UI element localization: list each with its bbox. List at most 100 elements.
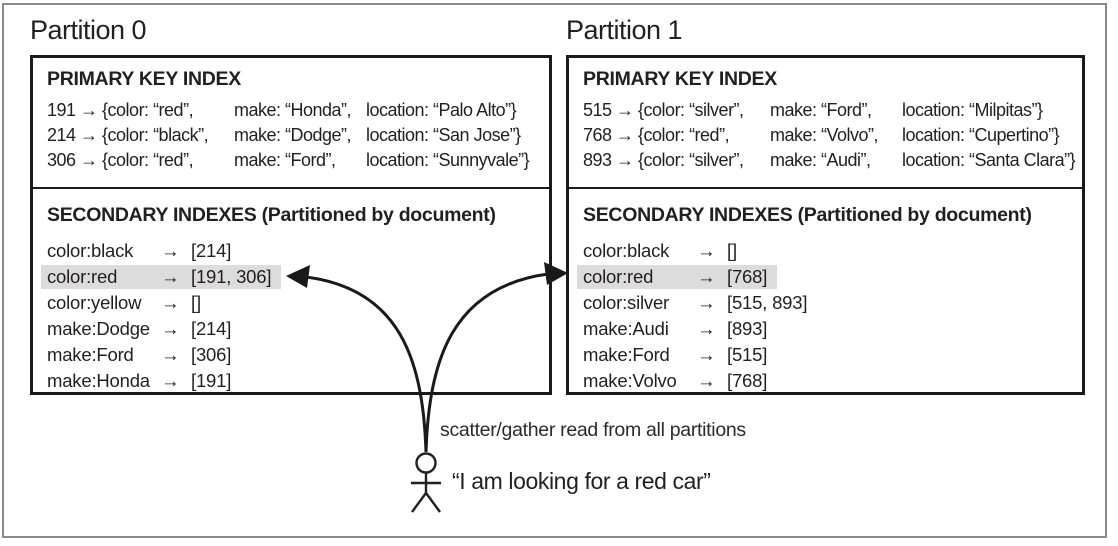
secondary-row: color:yellow → []: [41, 291, 211, 315]
secondary-row-line: make:Ford → [515]: [583, 343, 1076, 369]
secondary-row: make:Ford → [515]: [577, 343, 777, 367]
partition-1-primary-key-index-section: PRIMARY KEY INDEX 515 → {color: “silver”…: [569, 58, 1082, 187]
index-key: make:Dodge: [47, 318, 150, 339]
secondary-row-line: color:black → []: [583, 239, 1076, 265]
secondary-row-line: color:silver → [515, 893]: [583, 291, 1076, 317]
secondary-row: make:Volvo → [768]: [577, 369, 777, 393]
index-value: [214]: [191, 318, 232, 339]
primary-row: 893 → {color: “silver”, make: “Audi”, lo…: [583, 148, 1076, 173]
primary-row: 191 → {color: “red”, make: “Honda”, loca…: [47, 98, 543, 123]
primary-cell-location: location: “San Jose”}: [366, 125, 521, 145]
maps-to-arrow: →: [697, 240, 716, 261]
primary-cell-make: make: “Audi”,: [770, 150, 871, 170]
partition-0-primary-key-index-section: PRIMARY KEY INDEX 191 → {color: “red”, m…: [33, 58, 549, 187]
primary-cell-make: make: “Honda”,: [234, 100, 352, 120]
partition-1: Partition 1 PRIMARY KEY INDEX 515 → {col…: [566, 13, 1085, 395]
partition-1-secondary-indexes-section: SECONDARY INDEXES (Partitioned by docume…: [569, 187, 1082, 395]
maps-to-arrow: →: [697, 318, 716, 339]
index-key: color:red: [47, 266, 118, 287]
secondary-row-highlighted: color:red → [191, 306]: [41, 265, 282, 289]
primary-cell-location: location: “Milpitas”}: [902, 100, 1043, 120]
index-value: [515, 893]: [727, 292, 808, 313]
index-key: color:silver: [583, 292, 670, 313]
primary-cell-id-color: 768 → {color: “red”,: [583, 125, 730, 145]
secondary-row-line: make:Ford → [306]: [47, 343, 543, 369]
partition-1-title: Partition 1: [566, 15, 683, 45]
secondary-row-line: color:black → [214]: [47, 239, 543, 265]
maps-to-arrow: →: [697, 344, 716, 365]
primary-cell-location: location: “Santa Clara”}: [902, 150, 1076, 170]
maps-to-arrow: →: [697, 266, 716, 287]
index-value: [768]: [727, 266, 768, 287]
primary-cell-location: location: “Cupertino”}: [902, 125, 1060, 145]
secondary-indexes-header: SECONDARY INDEXES (Partitioned by docume…: [47, 204, 496, 226]
index-value: [191, 306]: [191, 266, 272, 287]
secondary-row-highlighted: color:red → [768]: [577, 265, 778, 289]
primary-cell-location: location: “Palo Alto”}: [366, 100, 517, 120]
index-key: make:Ford: [583, 344, 670, 365]
secondary-row-line: make:Dodge → [214]: [47, 317, 543, 343]
primary-cell-make: make: “Ford”,: [770, 100, 872, 120]
primary-row: 214 → {color: “black”, make: “Dodge”, lo…: [47, 123, 543, 148]
primary-cell-make: make: “Dodge”,: [234, 125, 352, 145]
secondary-indexes-header: SECONDARY INDEXES (Partitioned by docume…: [583, 204, 1032, 226]
secondary-row: color:silver → [515, 893]: [577, 291, 817, 315]
secondary-row: make:Honda → [191]: [41, 369, 241, 393]
primary-cell-location: location: “Sunnyvale”}: [366, 150, 530, 170]
partition-0: Partition 0 PRIMARY KEY INDEX 191 → {col…: [30, 13, 552, 395]
secondary-row-line: make:Volvo → [768]: [583, 369, 1076, 395]
primary-row: 515 → {color: “silver”, make: “Ford”, lo…: [583, 98, 1076, 123]
secondary-row-line: color:red → [191, 306]: [41, 265, 543, 291]
partition-0-box: PRIMARY KEY INDEX 191 → {color: “red”, m…: [30, 55, 552, 395]
index-value: [515]: [727, 344, 768, 365]
maps-to-arrow: →: [161, 292, 180, 313]
index-key: color:black: [583, 240, 670, 261]
index-key: color:black: [47, 240, 134, 261]
primary-cell-id-color: 893 → {color: “silver”,: [583, 150, 744, 170]
secondary-row-line: make:Honda → [191]: [47, 369, 543, 395]
primary-cell-make: make: “Ford”,: [234, 150, 336, 170]
stick-figure-user-icon: [411, 452, 441, 513]
secondary-row-line: make:Audi → [893]: [583, 317, 1076, 343]
primary-cell-id-color: 515 → {color: “silver”,: [583, 100, 744, 120]
index-key: make:Volvo: [583, 370, 677, 391]
index-value: [306]: [191, 344, 232, 365]
secondary-row: make:Dodge → [214]: [41, 317, 241, 341]
index-key: make:Audi: [583, 318, 669, 339]
index-key: make:Ford: [47, 344, 134, 365]
primary-cell-id-color: 306 → {color: “red”,: [47, 150, 194, 170]
primary-key-index-header: PRIMARY KEY INDEX: [583, 68, 777, 90]
secondary-row-line: color:red → [768]: [577, 265, 1076, 291]
primary-cell-id-color: 214 → {color: “black”,: [47, 125, 209, 145]
maps-to-arrow: →: [161, 318, 180, 339]
index-key: color:yellow: [47, 292, 142, 313]
secondary-row: make:Ford → [306]: [41, 343, 241, 367]
index-key: color:red: [583, 266, 654, 287]
secondary-row: make:Audi → [893]: [577, 317, 777, 341]
partition-1-box: PRIMARY KEY INDEX 515 → {color: “silver”…: [566, 55, 1085, 395]
maps-to-arrow: →: [161, 344, 180, 365]
index-value: [768]: [727, 370, 768, 391]
secondary-row: color:black → []: [577, 239, 747, 263]
partition-0-secondary-indexes-section: SECONDARY INDEXES (Partitioned by docume…: [33, 187, 549, 395]
maps-to-arrow: →: [161, 266, 180, 287]
partition-0-title: Partition 0: [30, 15, 147, 45]
primary-cell-id-color: 191 → {color: “red”,: [47, 100, 194, 120]
index-value: [191]: [191, 370, 232, 391]
index-value: []: [191, 292, 201, 313]
index-value: [893]: [727, 318, 768, 339]
maps-to-arrow: →: [697, 292, 716, 313]
primary-row: 768 → {color: “red”, make: “Volvo”, loca…: [583, 123, 1076, 148]
primary-cell-make: make: “Volvo”,: [770, 125, 879, 145]
index-value: [214]: [191, 240, 232, 261]
secondary-row: color:black → [214]: [41, 239, 241, 263]
index-key: make:Honda: [47, 370, 150, 391]
maps-to-arrow: →: [161, 240, 180, 261]
primary-key-index-header: PRIMARY KEY INDEX: [47, 68, 241, 90]
scatter-gather-label: scatter/gather read from all partitions: [440, 419, 746, 441]
secondary-row-line: color:yellow → []: [47, 291, 543, 317]
maps-to-arrow: →: [697, 370, 716, 391]
primary-row: 306 → {color: “red”, make: “Ford”, locat…: [47, 148, 543, 173]
index-value: []: [727, 240, 737, 261]
